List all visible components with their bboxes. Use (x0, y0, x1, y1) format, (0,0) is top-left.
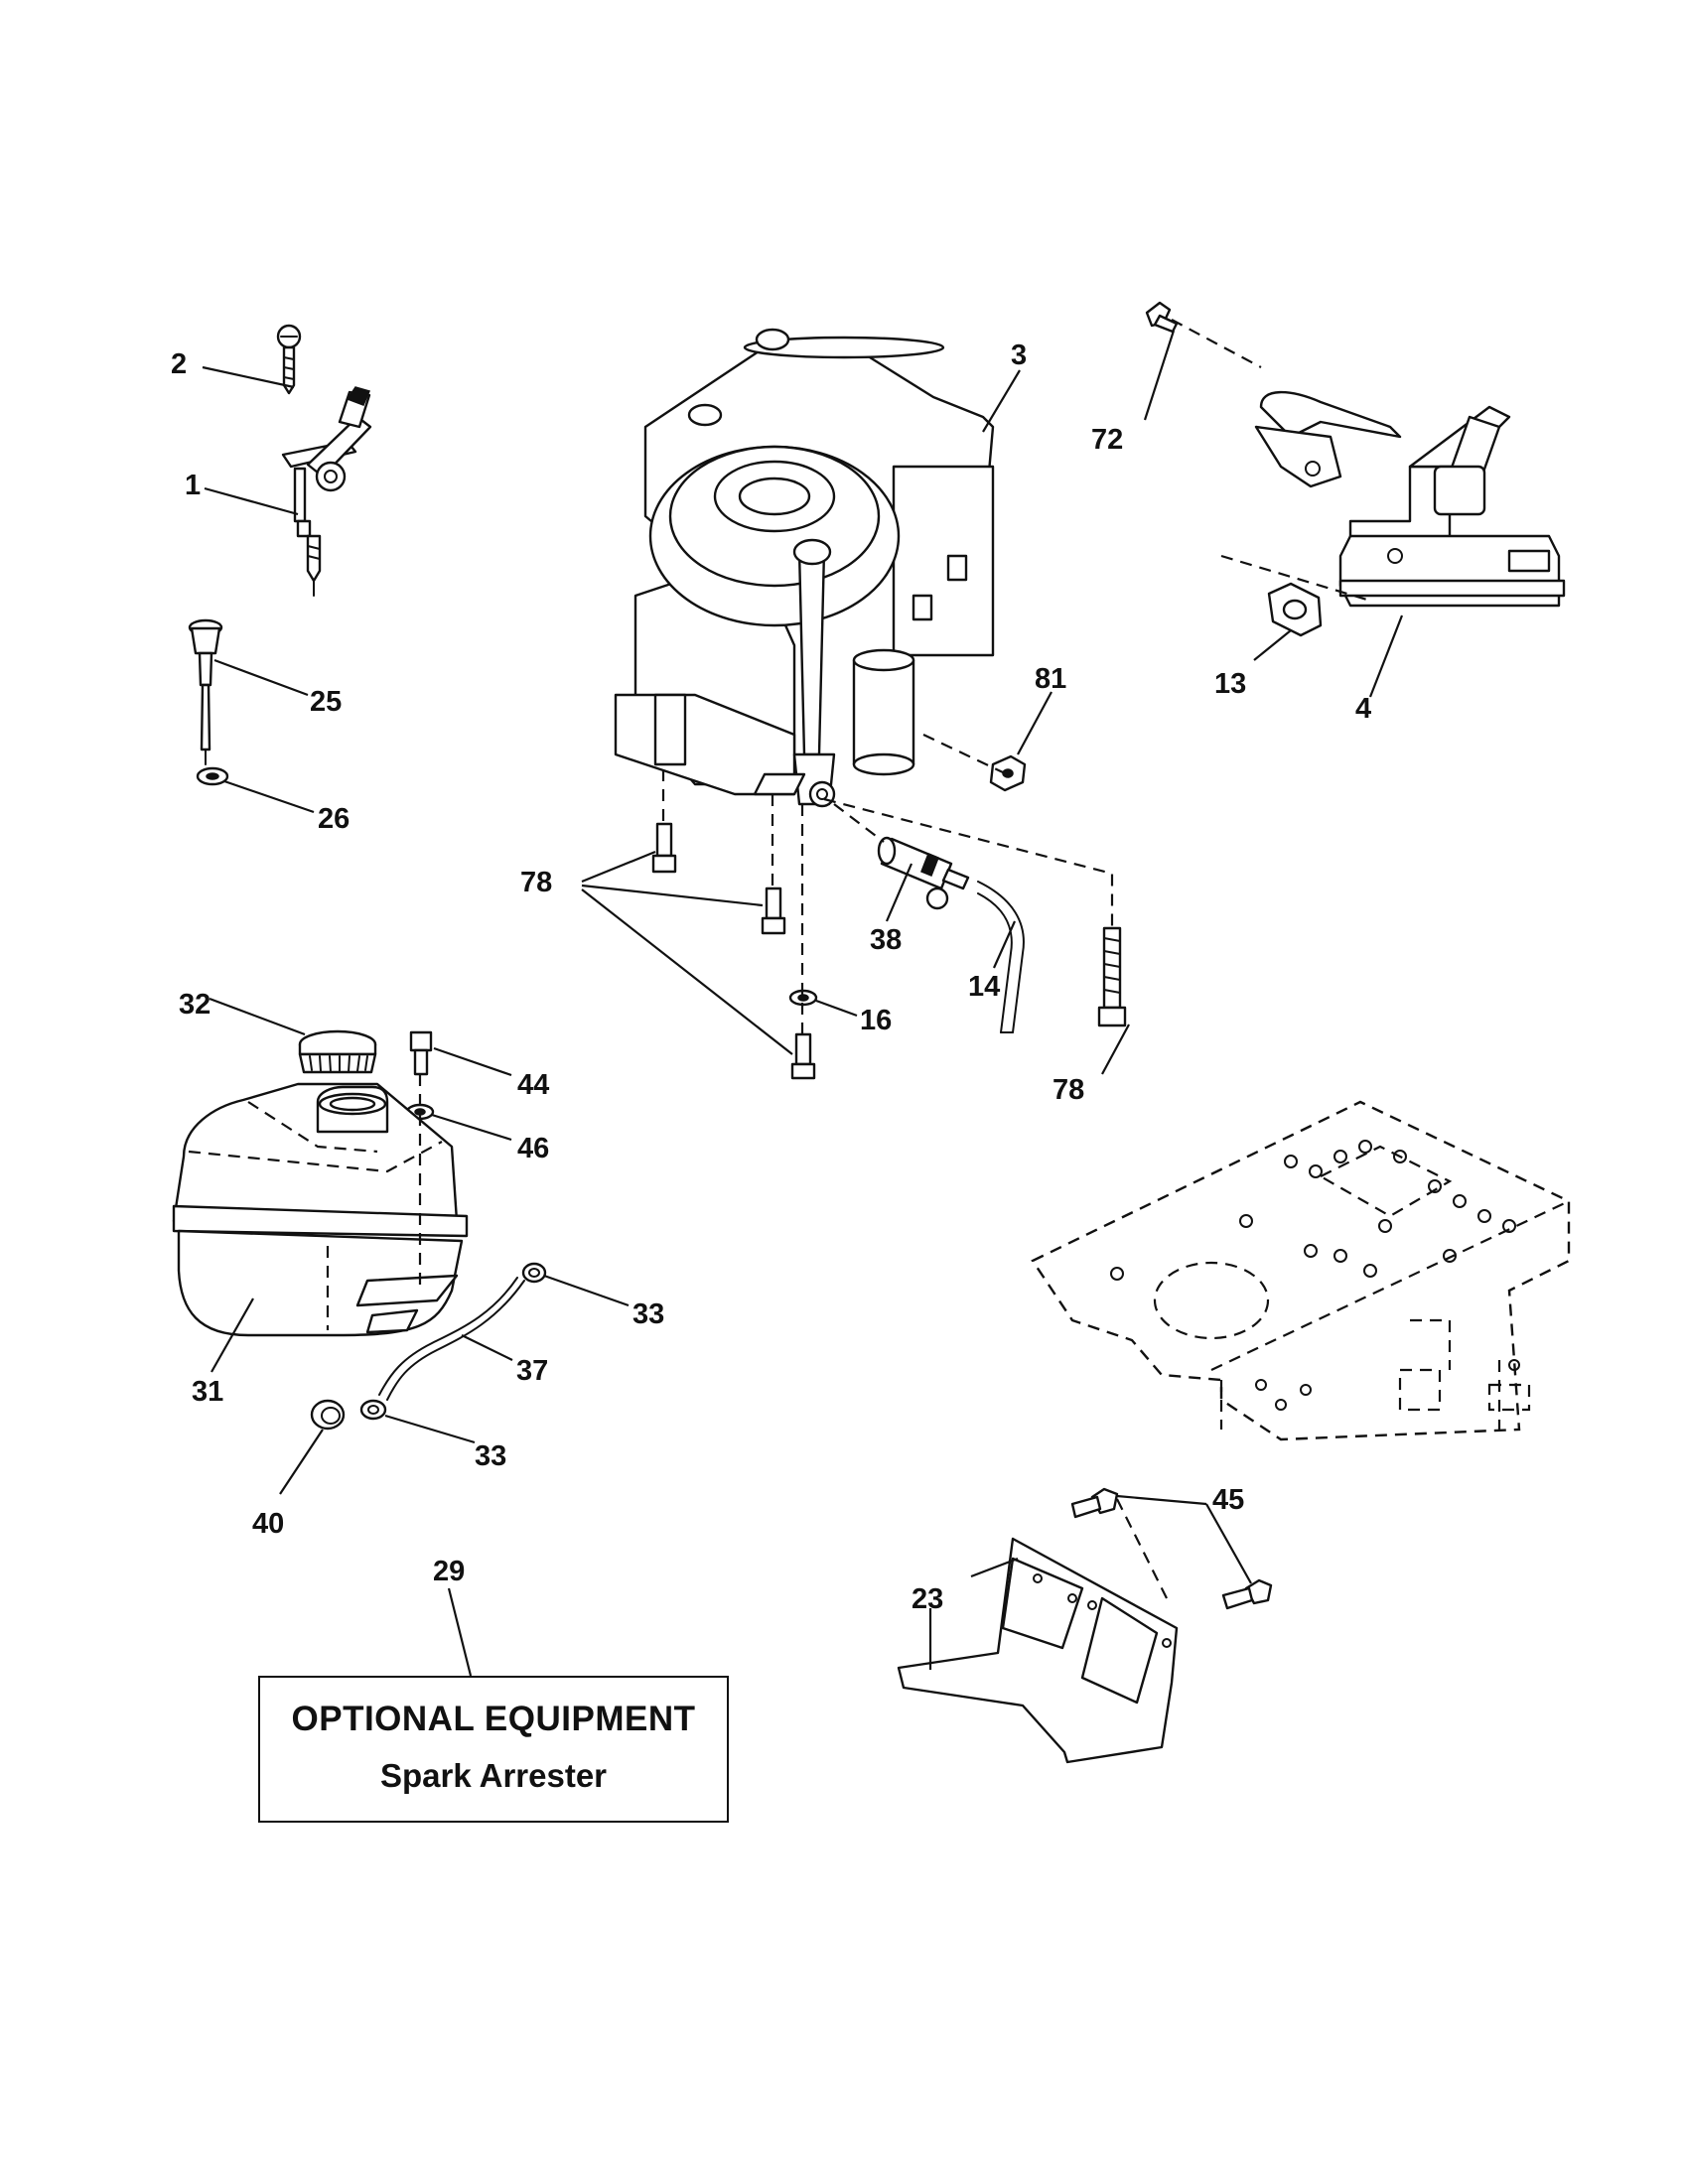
part-72-bolt (1145, 301, 1179, 334)
part-14-fuel-hose (977, 881, 1025, 1033)
callout-33-bottom: 33 (475, 1440, 506, 1472)
part-1-throttle-control (281, 386, 372, 597)
callout-14: 14 (968, 971, 1000, 1003)
assembly-lines (418, 319, 1371, 1599)
spark-arrester-label: Spark Arrester (379, 1757, 608, 1794)
part-78-bolts (651, 822, 1127, 1080)
callout-78-right: 78 (1052, 1074, 1084, 1106)
part-45-bolts (1070, 1487, 1273, 1610)
part-25-dipstick (188, 618, 223, 765)
callout-25: 25 (310, 686, 342, 718)
part-3-engine (614, 328, 995, 808)
callout-3: 3 (1011, 340, 1027, 371)
callout-72: 72 (1091, 424, 1123, 456)
part-33-hose-clamps (359, 1262, 547, 1421)
callout-13: 13 (1214, 668, 1246, 700)
callout-44: 44 (517, 1069, 549, 1101)
callout-38: 38 (870, 924, 902, 956)
callout-33-top: 33 (632, 1298, 664, 1330)
tractor-frame (1031, 1100, 1571, 1441)
callout-29: 29 (433, 1556, 465, 1587)
optional-equipment-box: OPTIONAL EQUIPMENT Spark Arrester (258, 1676, 729, 1823)
part-37-fuel-line (378, 1277, 525, 1401)
callout-2: 2 (171, 348, 187, 380)
optional-equipment-title: OPTIONAL EQUIPMENT (291, 1700, 696, 1738)
part-40-grommet (310, 1399, 346, 1431)
callout-labels: 2 1 3 72 13 4 81 25 26 78 78 38 14 16 32… (171, 340, 1371, 1615)
callout-26: 26 (318, 803, 350, 835)
callout-46: 46 (517, 1133, 549, 1164)
part-13-gasket (1267, 582, 1323, 637)
part-81-nut (989, 754, 1027, 792)
callout-81: 81 (1035, 663, 1066, 695)
part-4-muffler (1254, 390, 1566, 608)
callout-45: 45 (1212, 1484, 1244, 1516)
leader-lines (202, 330, 1404, 1677)
part-44-screw (409, 1030, 433, 1076)
part-31-fuel-tank (172, 1082, 469, 1337)
callout-31: 31 (192, 1376, 223, 1408)
part-26-washer (196, 766, 229, 786)
callout-16: 16 (860, 1005, 892, 1036)
callout-78-left: 78 (520, 867, 552, 898)
part-23-heat-shield (897, 1537, 1179, 1764)
callout-32: 32 (179, 989, 210, 1021)
callout-1: 1 (185, 470, 201, 501)
callout-23: 23 (912, 1583, 943, 1615)
part-32-fuel-cap (298, 1029, 377, 1074)
callout-37: 37 (516, 1355, 548, 1387)
callout-40: 40 (252, 1508, 284, 1540)
callout-4: 4 (1355, 693, 1371, 725)
part-2-screw (276, 324, 302, 395)
part-38-fuel-filter (877, 836, 970, 910)
